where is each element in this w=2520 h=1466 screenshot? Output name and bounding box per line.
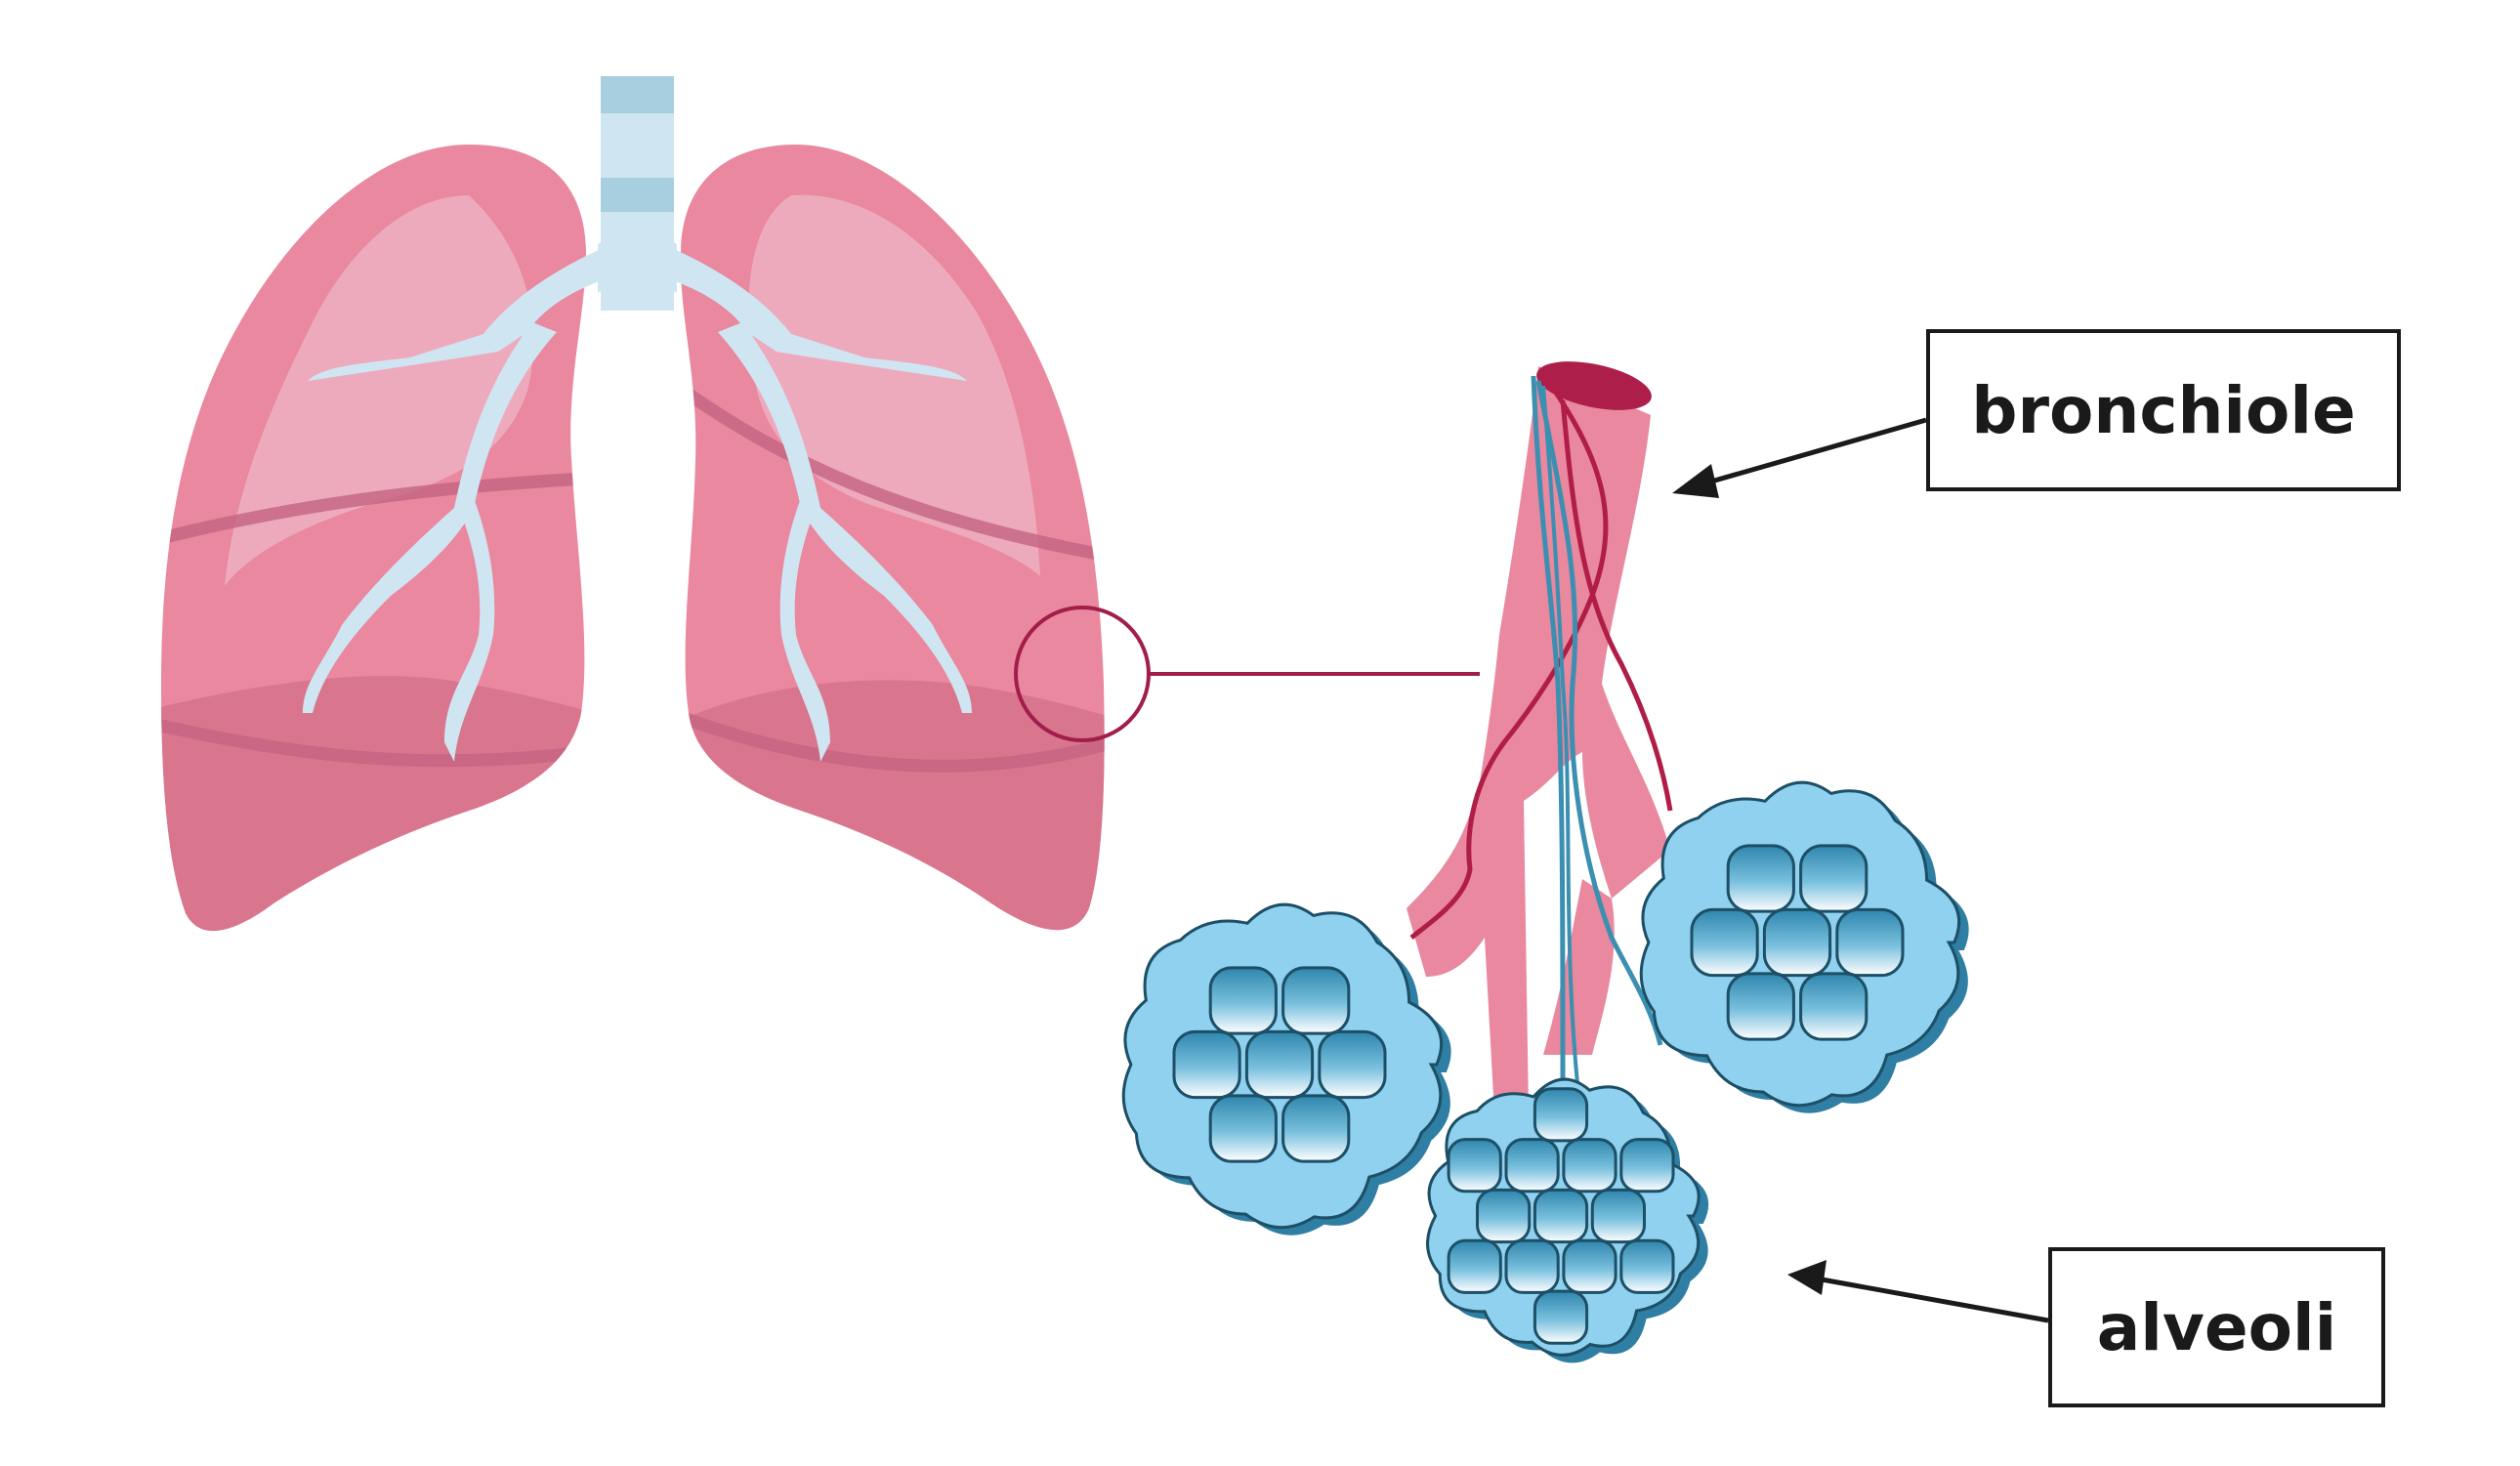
alveolus-cell	[1534, 1089, 1586, 1141]
left-lung	[98, 145, 625, 977]
bronchiole-arrow	[1672, 420, 1926, 498]
alveolus-cell	[1478, 1190, 1530, 1241]
bronchiole-label: bronchiole	[1926, 329, 2401, 491]
alveolus-cell	[1764, 909, 1829, 975]
alveolus-cell	[1449, 1140, 1500, 1192]
alveolus-cell	[1564, 1240, 1616, 1292]
alveolus-cell	[1283, 968, 1349, 1033]
alveolus-cell	[1728, 846, 1793, 911]
alveoli-clusters	[1123, 782, 1968, 1362]
alveoli-cluster-left	[1123, 904, 1450, 1236]
alveolus-cell	[1246, 1031, 1312, 1097]
bronchiole	[1407, 353, 1670, 1113]
alveolus-cell	[1506, 1240, 1558, 1292]
alveolus-cell	[1621, 1240, 1673, 1292]
alveolus-cell	[1621, 1140, 1673, 1192]
right-lung	[674, 145, 1133, 977]
alveoli-cluster-bottom	[1428, 1079, 1709, 1362]
alveolus-cell	[1534, 1190, 1586, 1241]
alveolus-cell	[1174, 1031, 1239, 1097]
alveolus-cell	[1592, 1190, 1644, 1241]
alveolus-cell	[1449, 1240, 1500, 1292]
alveoli-cluster-right	[1641, 782, 1968, 1113]
alveolus-cell	[1210, 968, 1276, 1033]
alveolus-cell	[1837, 909, 1903, 975]
alveolus-cell	[1320, 1031, 1385, 1097]
alveolus-cell	[1283, 1096, 1349, 1161]
alveolus-cell	[1506, 1140, 1558, 1192]
alveolus-cell	[1801, 974, 1867, 1039]
alveolus-cell	[1801, 846, 1867, 911]
alveoli-label: alveoli	[2048, 1247, 2385, 1407]
alveolus-cell	[1728, 974, 1793, 1039]
alveoli-arrow	[1787, 1260, 2048, 1320]
alveolus-cell	[1564, 1140, 1616, 1192]
alveolus-cell	[1210, 1096, 1276, 1161]
alveolus-cell	[1534, 1291, 1586, 1343]
lungs	[98, 76, 1133, 977]
alveolus-cell	[1692, 909, 1757, 975]
